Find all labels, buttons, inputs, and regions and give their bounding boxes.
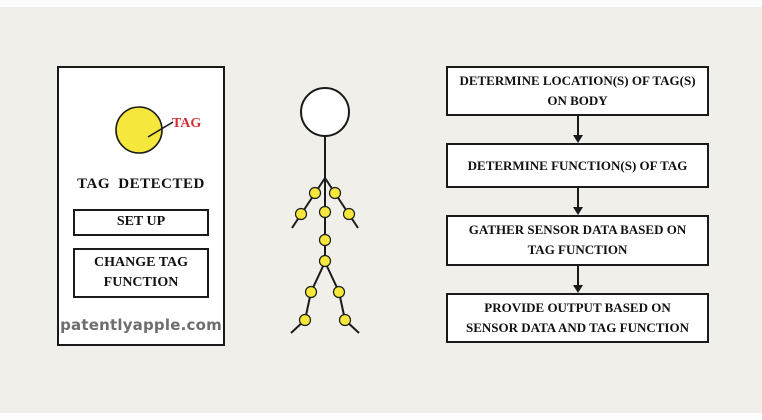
flowchart: DETERMINE LOCATION(S) OF TAG(S) ON BODY … bbox=[446, 66, 709, 343]
arrow-head bbox=[572, 284, 583, 293]
figure-left-leg bbox=[290, 261, 326, 334]
top-margin-strip bbox=[0, 0, 762, 7]
setup-button[interactable]: SET UP bbox=[73, 209, 209, 236]
device-panel: TAG TAG DETECTED SET UP CHANGE TAG FUNCT… bbox=[57, 66, 225, 346]
flow-step-determine-location: DETERMINE LOCATION(S) OF TAG(S) ON BODY bbox=[446, 66, 709, 117]
joint-dot bbox=[318, 205, 332, 219]
joint-dot bbox=[294, 207, 308, 221]
joint-dot bbox=[332, 285, 346, 299]
change-tag-function-button[interactable]: CHANGE TAG FUNCTION bbox=[73, 248, 209, 298]
flow-step-provide-output: PROVIDE OUTPUT BASED ON SENSOR DATA AND … bbox=[446, 292, 709, 343]
joint-dot bbox=[338, 313, 352, 327]
joint-dot bbox=[304, 285, 318, 299]
joint-dot bbox=[342, 207, 356, 221]
joint-dot bbox=[328, 186, 342, 200]
arrow-line bbox=[576, 188, 579, 208]
stick-figure bbox=[290, 87, 360, 334]
figure-right-leg bbox=[324, 261, 360, 334]
arrow-line bbox=[576, 265, 579, 285]
tag-indicator-graphic: TAG bbox=[115, 106, 201, 154]
down-arrow-icon bbox=[446, 116, 709, 144]
tag-pointer-line bbox=[147, 121, 174, 138]
figure-left-arm bbox=[291, 177, 326, 229]
tag-label: TAG bbox=[172, 116, 201, 131]
arrow-head bbox=[572, 135, 583, 144]
flow-step-determine-function: DETERMINE FUNCTION(S) OF TAG bbox=[446, 143, 709, 189]
figure-right-arm bbox=[324, 177, 359, 229]
joint-dot bbox=[318, 233, 332, 247]
down-arrow-icon bbox=[446, 265, 709, 293]
joint-dot bbox=[308, 186, 322, 200]
tag-circle bbox=[115, 106, 163, 154]
arrow-line bbox=[576, 116, 579, 136]
bottom-margin-strip bbox=[0, 413, 762, 420]
down-arrow-icon bbox=[446, 188, 709, 216]
figure-head bbox=[300, 87, 350, 137]
tag-detected-text: TAG DETECTED bbox=[77, 176, 205, 192]
flow-step-gather-sensor-data: GATHER SENSOR DATA BASED ON TAG FUNCTION bbox=[446, 215, 709, 266]
arrow-head bbox=[572, 207, 583, 216]
joint-dot bbox=[318, 254, 332, 268]
watermark: patentlyapple.com bbox=[60, 316, 222, 334]
joint-dot bbox=[298, 313, 312, 327]
